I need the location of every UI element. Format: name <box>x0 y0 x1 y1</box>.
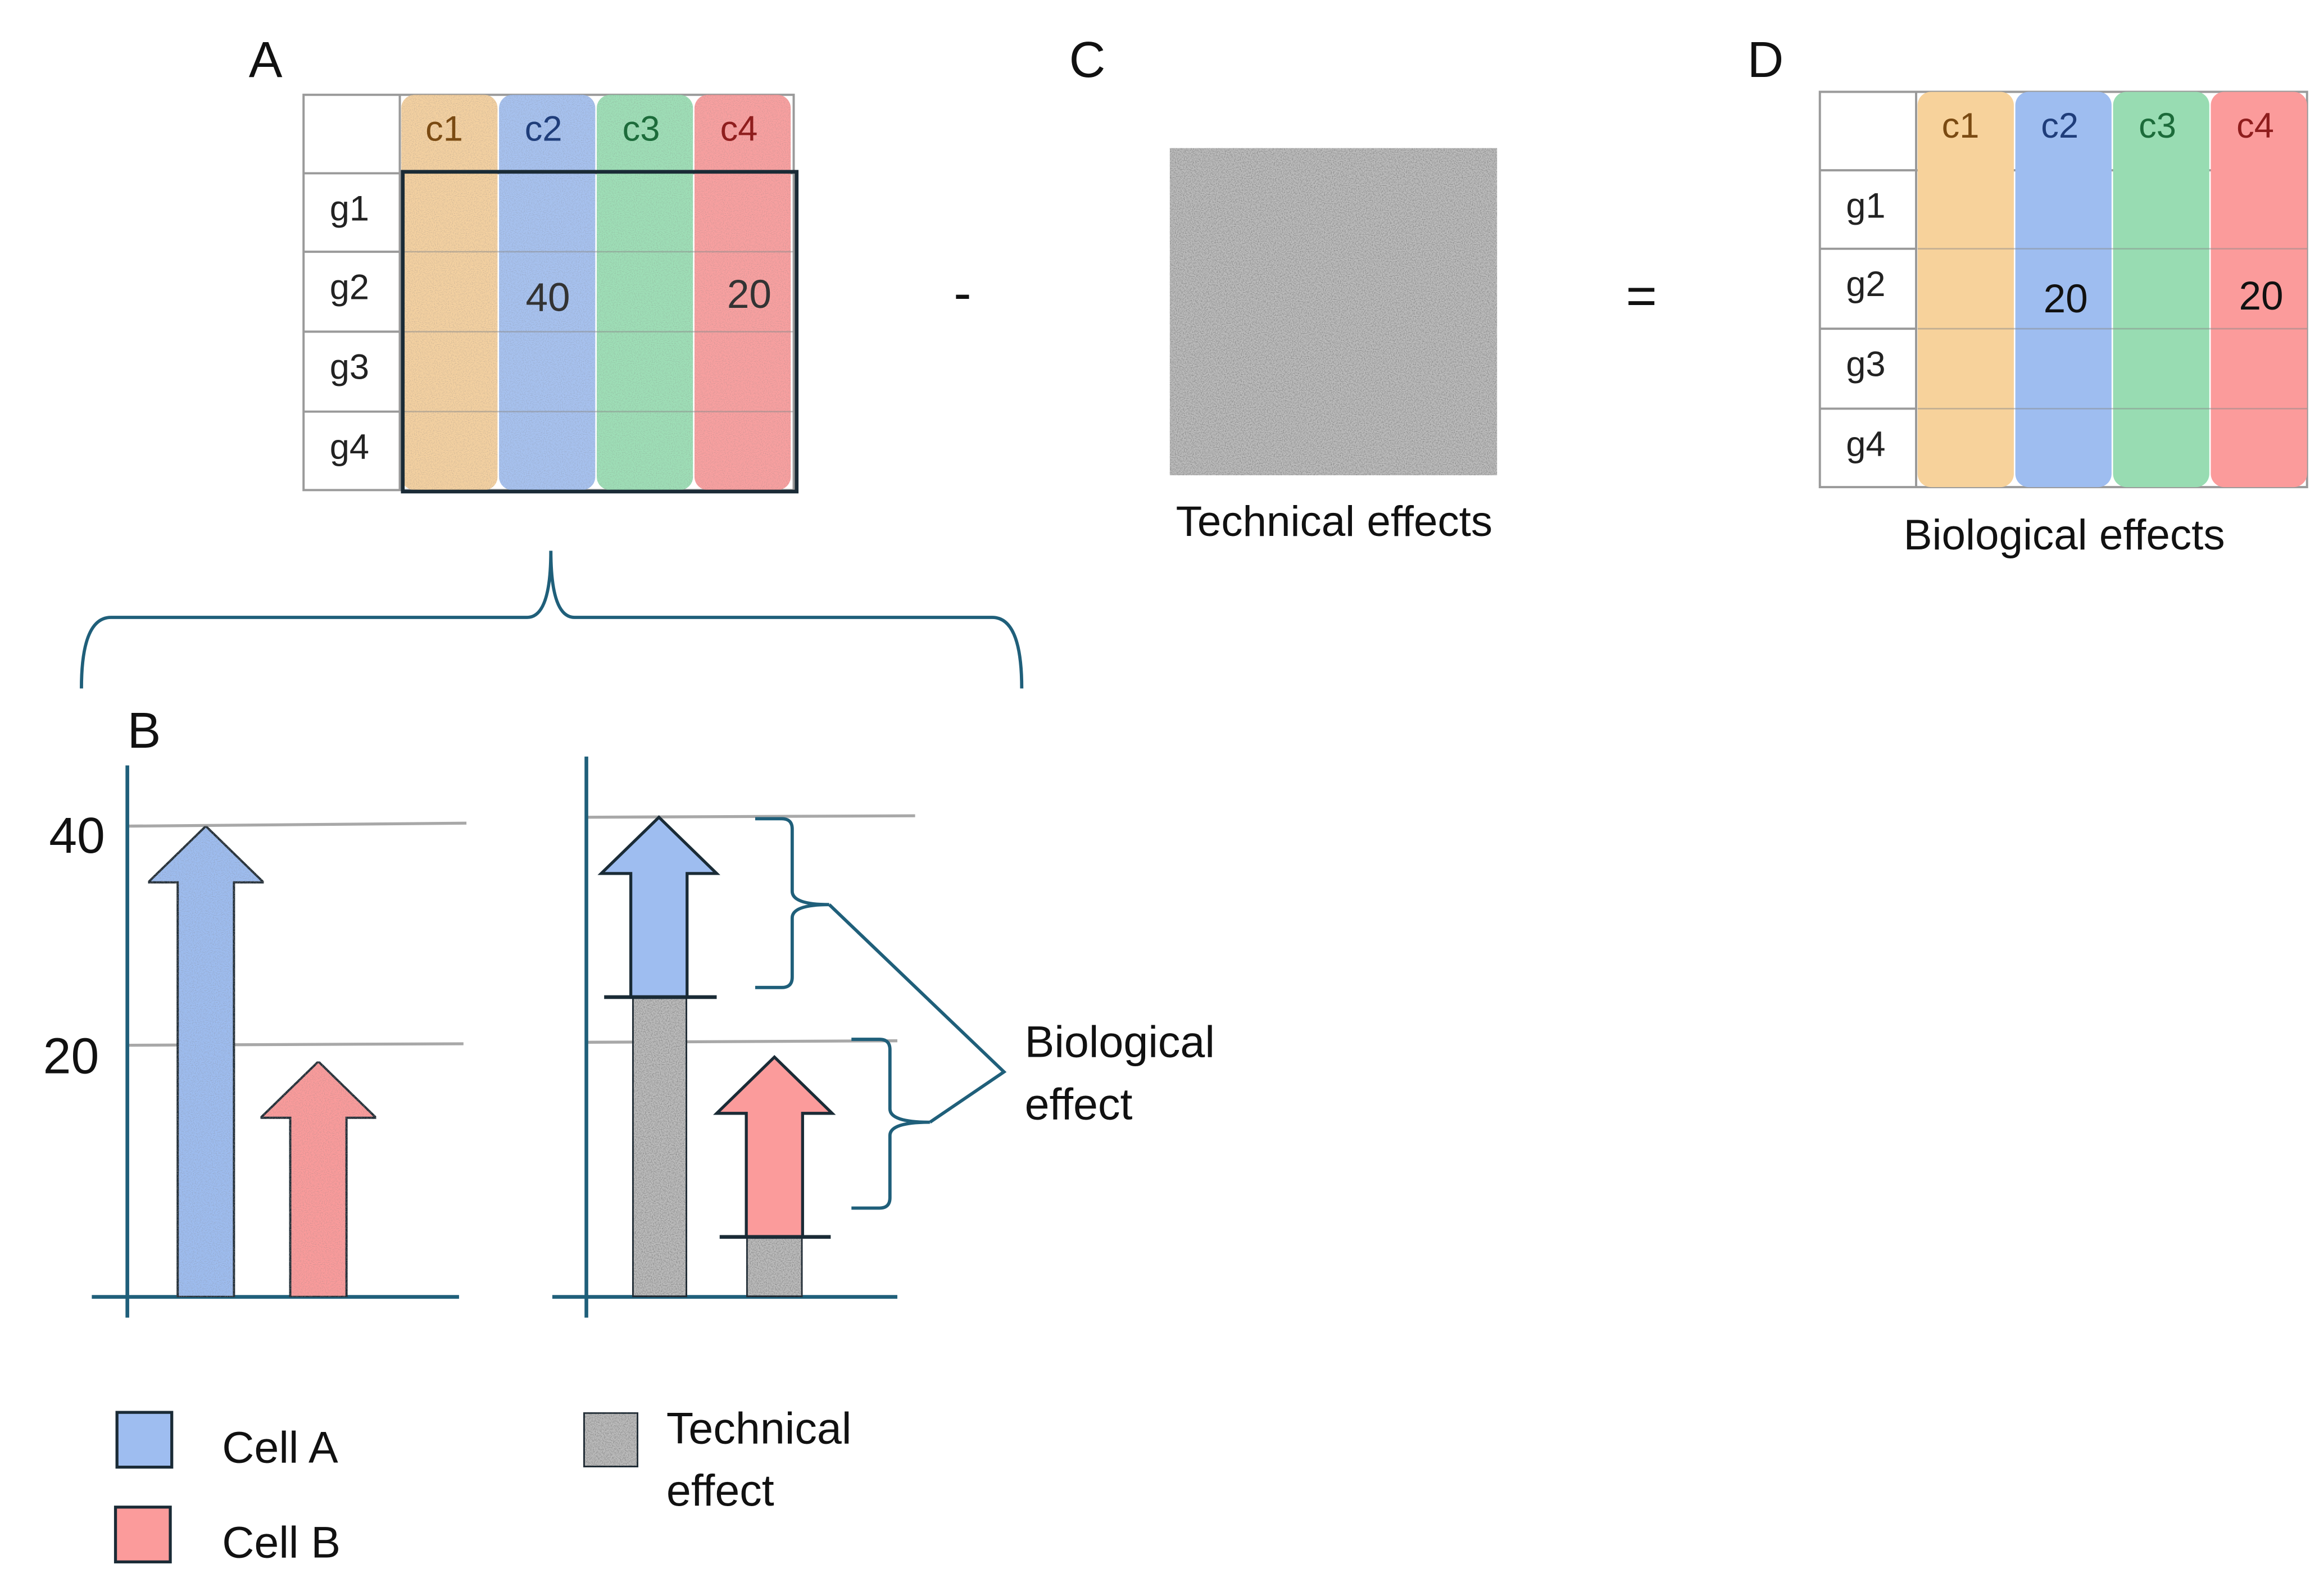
matrix-a-header-c3: c3 <box>623 109 660 148</box>
matrix-d-header-c1: c1 <box>1942 106 1980 145</box>
matrix-a-col-c2 <box>499 94 596 490</box>
technical-noise-panel: Technical effects <box>1169 148 1497 545</box>
chart-b-left: 40 20 <box>43 765 467 1318</box>
biological-effect-line-2: effect <box>1025 1079 1133 1129</box>
chart-b-right: Biological effect <box>552 756 1227 1318</box>
matrix-a-col-c4 <box>694 94 791 490</box>
tick-label-40: 40 <box>49 807 105 863</box>
biological-effect-annotation: Biological effect <box>1025 1017 1227 1129</box>
bracket-a-to-b <box>80 551 1024 689</box>
tick-label-20: 20 <box>43 1028 99 1084</box>
matrix-a-color-columns <box>401 94 791 490</box>
matrix-d-color-columns <box>1917 92 2307 488</box>
biological-arrow-cell-b <box>712 1054 836 1239</box>
legend-label-cell-b: Cell B <box>222 1517 341 1567</box>
annotation-connector <box>828 903 1007 1124</box>
left-arrow-cell-a <box>145 824 266 1298</box>
left-gridline-40 <box>127 821 467 828</box>
matrix-a-row-g2: g2 <box>330 267 369 307</box>
legend-technical-line-2: effect <box>666 1465 774 1515</box>
matrix-a-row-g3: g3 <box>330 348 369 387</box>
panel-label-b: B <box>128 702 161 758</box>
left-arrow-cell-b <box>257 1060 379 1298</box>
matrix-d-row-g1: g1 <box>1846 186 1885 225</box>
legend: Cell A Cell B Technical effect <box>114 1403 864 1567</box>
panel-label-a: A <box>249 31 283 88</box>
biological-effect-line-1: Biological <box>1025 1017 1215 1067</box>
matrix-a-value-g2-c4: 20 <box>727 272 771 317</box>
right-gridline-40 <box>586 814 915 819</box>
matrix-d-col-c4 <box>2211 92 2307 488</box>
technical-effects-caption: Technical effects <box>1176 498 1492 545</box>
brace-cell-a <box>755 817 829 989</box>
matrix-a-header-c4: c4 <box>720 109 758 148</box>
matrix-a: c1 c2 c3 c4 g1 g2 g3 g4 40 20 <box>302 93 799 494</box>
equals-operator: = <box>1626 266 1657 326</box>
matrix-a-data-outline <box>401 170 799 494</box>
matrix-a-value-g2-c2: 40 <box>525 276 570 320</box>
matrix-a-row-g4: g4 <box>330 428 369 467</box>
matrix-d-col-c1 <box>1917 92 2014 488</box>
matrix-a-col-c3 <box>597 94 693 490</box>
matrix-a-header-c2: c2 <box>525 109 562 148</box>
technical-bar-cell-b <box>745 1235 804 1299</box>
matrix-d-row-g4: g4 <box>1846 425 1885 464</box>
matrix-a-row-g1: g1 <box>330 189 369 229</box>
brace-cell-b <box>851 1038 930 1210</box>
biological-arrow-cell-a <box>597 815 720 999</box>
noise-square <box>1169 148 1497 476</box>
legend-label-cell-a: Cell A <box>222 1422 338 1472</box>
panel-label-c: C <box>1069 31 1106 88</box>
biological-effects-caption: Biological effects <box>1904 511 2225 559</box>
matrix-a-col-c1 <box>401 94 498 490</box>
matrix-d-header-c3: c3 <box>2139 106 2176 145</box>
matrix-d-value-g2-c4: 20 <box>2239 274 2283 319</box>
legend-swatch-technical <box>582 1411 640 1469</box>
legend-swatch-cell-b <box>114 1506 172 1563</box>
matrix-d-header-c4: c4 <box>2236 106 2274 145</box>
matrix-d-col-c3 <box>2113 92 2209 488</box>
panel-label-d: D <box>1748 31 1784 88</box>
legend-label-technical: Technical effect <box>666 1403 864 1515</box>
minus-operator: - <box>954 263 972 323</box>
matrix-d-row-g3: g3 <box>1846 344 1885 384</box>
matrix-d-col-c2 <box>2015 92 2112 488</box>
matrix-d-value-g2-c2: 20 <box>2044 277 2088 321</box>
legend-swatch-cell-a <box>115 1411 174 1469</box>
technical-bar-cell-a <box>630 995 689 1299</box>
matrix-d-row-g2: g2 <box>1846 265 1885 304</box>
matrix-d-header-c2: c2 <box>2041 106 2078 145</box>
matrix-a-header-c1: c1 <box>425 109 463 148</box>
matrix-d: c1 c2 c3 c4 g1 g2 g3 g4 20 20 Biological… <box>1818 90 2308 559</box>
legend-technical-line-1: Technical <box>666 1403 852 1453</box>
